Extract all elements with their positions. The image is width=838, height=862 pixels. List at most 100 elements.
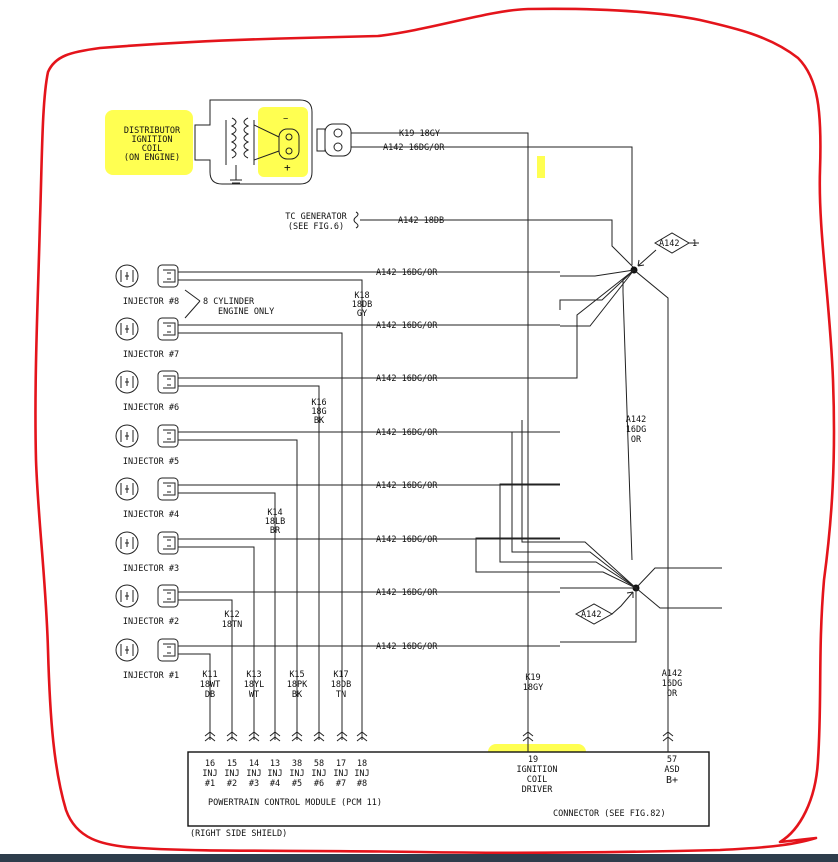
pcm-pin-num: 14 [249, 759, 259, 769]
trunk-label-line-3: OR [631, 435, 642, 445]
coil-wire-a142-label: A142 16DG/OR [383, 143, 445, 153]
tc-generator-bracket [353, 211, 359, 229]
trunk-label-line-2: 16DG [626, 425, 646, 435]
k16-label-3: BK [314, 416, 325, 426]
k11-label-3: DB [205, 690, 215, 700]
injector-name: INJECTOR #4 [123, 510, 179, 520]
pcm-pin-num: 18 [357, 759, 367, 769]
k16-label-2: 18G [311, 407, 326, 417]
injector-5: INJECTOR #5 A142 16DG/OR [115, 424, 560, 742]
coil-plus-symbol: + [284, 161, 291, 174]
injector-connector-icon [157, 317, 179, 341]
injector-body-icon [115, 264, 139, 288]
fan-top-6 [622, 269, 635, 561]
coil-label: DISTRIBUTOR IGNITION COIL (ON ENGINE) [124, 126, 181, 163]
splice-bottom: A142 [574, 584, 640, 625]
k17-label-1: K17 [333, 670, 348, 680]
injector-name: INJECTOR #5 [123, 457, 179, 467]
pcm-box [187, 751, 710, 827]
k15-label-2: 18PK [287, 680, 308, 690]
injector-4: INJECTOR #4 A142 16DG/OR [115, 477, 560, 742]
fan-bottom-1 [560, 588, 637, 643]
injector-connector-icon [157, 370, 179, 394]
circuit-labels: K18 18DB GY K16 18G BK K14 18LB BR K12 1… [200, 291, 543, 700]
coil-wire-k19-label: K19 18GY [399, 129, 440, 139]
injector-7: INJECTOR #7 A142 16DG/OR [115, 317, 560, 742]
distributor-coil: − + [194, 99, 313, 185]
injector-connector-icon [157, 638, 179, 662]
tc-generator-wire [360, 219, 635, 269]
pin57-entry-mark [662, 731, 674, 752]
pcm-pin-cyl: #6 [314, 779, 324, 789]
pcm-pin-type: INJ [333, 769, 348, 779]
pcm-pin-type: INJ [267, 769, 282, 779]
pcm-pin-cyl: #7 [336, 779, 346, 789]
pcm-title: POWERTRAIN CONTROL MODULE (PCM 11) [208, 798, 382, 808]
k15-label-3: BK [292, 690, 303, 700]
injector-wire-label: A142 16DG/OR [376, 374, 438, 384]
injector-wire-label: A142 16DG/OR [376, 428, 438, 438]
injector-connector-icon [157, 424, 179, 448]
injector-wire-label: A142 16DG/OR [376, 588, 438, 598]
injector-name: INJECTOR #7 [123, 350, 179, 360]
k14-label-3: BR [270, 526, 281, 536]
pcm-asd-pin-num: 57 [667, 755, 677, 765]
fan-top-3 [560, 269, 635, 327]
eight-cyl-note-line-2: ENGINE ONLY [218, 307, 274, 317]
trace-mark-highlight [537, 156, 545, 178]
coil-label-highlight [105, 110, 193, 175]
injector-connector-icon [157, 477, 179, 501]
pcm-pin-num: 17 [336, 759, 346, 769]
pcm-shield-note: (RIGHT SIDE SHIELD) [190, 829, 287, 839]
pcm-pin-cyl: #5 [292, 779, 302, 789]
injector-name: INJECTOR #6 [123, 403, 179, 413]
a142-asd-label-3: OR [667, 689, 678, 699]
pcm-asd-pin-line-3: B+ [666, 775, 678, 786]
injector-2: INJECTOR #2 A142 16DG/OR [115, 584, 560, 742]
splice-top-num: 1 [692, 239, 697, 249]
injector-name: INJECTOR #8 [123, 297, 179, 307]
a142-asd-label-2: 16DG [662, 679, 682, 689]
k18-label-1: K18 [354, 291, 369, 301]
pcm-pin-cyl: #2 [227, 779, 237, 789]
red-markup-outline [34, 7, 836, 855]
injector-body-icon [115, 424, 139, 448]
eight-cyl-arrows [184, 289, 201, 319]
fan-top-5 [633, 269, 669, 570]
pcm-pin-type: INJ [289, 769, 304, 779]
fan-bottom-3 [475, 537, 637, 589]
pcm-pin-type: INJ [311, 769, 326, 779]
injector-wire-label: A142 16DG/OR [376, 481, 438, 491]
coil-label-line-3: COIL [142, 144, 162, 154]
splice-top: A142 1 [630, 232, 699, 274]
fan-top-2 [560, 269, 635, 277]
coil-label-line-1: DISTRIBUTOR [124, 126, 181, 136]
injector-name: INJECTOR #2 [123, 617, 179, 627]
injector-connector-icon [157, 584, 179, 608]
k12-label-1: K12 [224, 610, 239, 620]
injector-wire-label: A142 16DG/OR [376, 268, 438, 278]
a142-asd-label-1: A142 [662, 669, 682, 679]
k15-label-1: K15 [289, 670, 304, 680]
injector-wire-label: A142 16DG/OR [376, 321, 438, 331]
pcm-pin-num: 13 [270, 759, 280, 769]
tc-generator-line-1: TC GENERATOR [285, 212, 347, 222]
injector-body-icon [115, 638, 139, 662]
fan-bottom-4 [499, 483, 637, 589]
k18-label-2: 18DB [352, 300, 372, 310]
coil-a142-wire [351, 146, 633, 265]
injector-wire-label: A142 16DG/OR [376, 642, 438, 652]
k13-label-3: WT [249, 690, 259, 700]
pcm-pin-num: 58 [314, 759, 324, 769]
pcm-coil-pin-num: 19 [528, 755, 538, 765]
